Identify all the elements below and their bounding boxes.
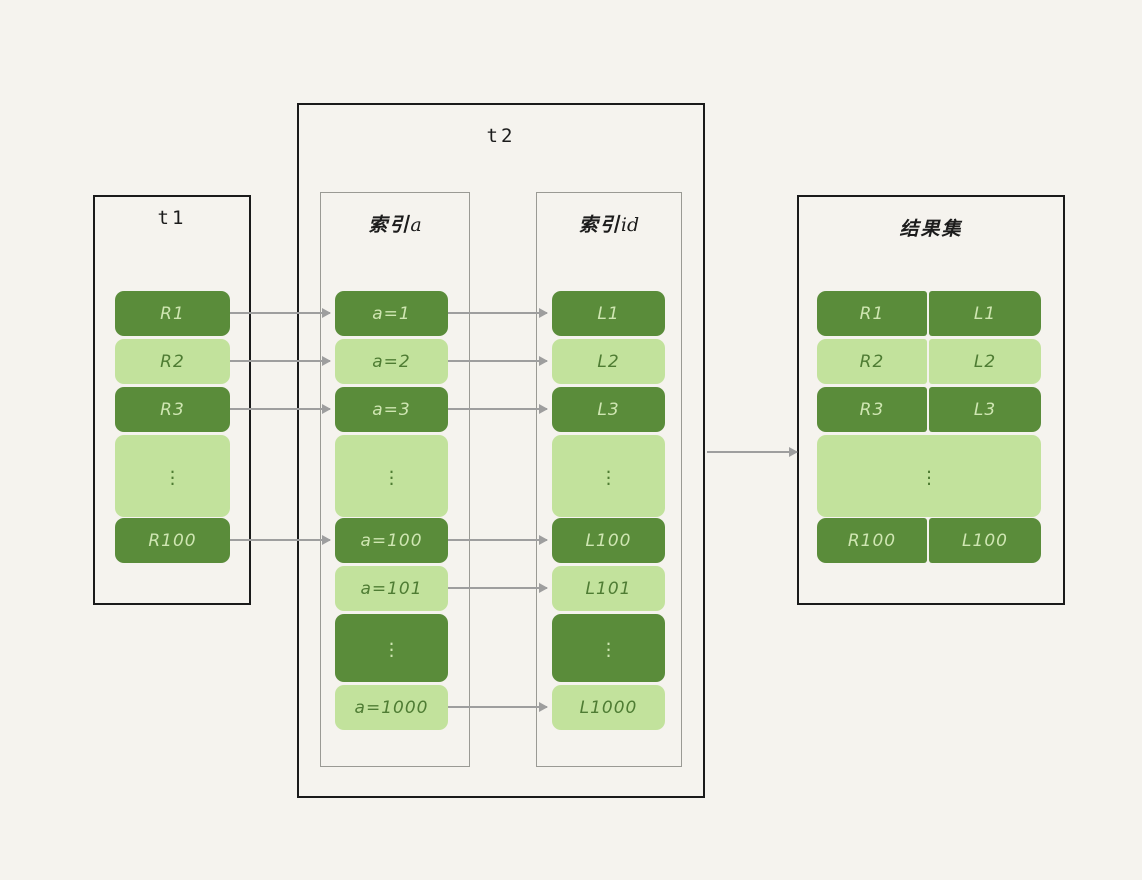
cell-label: R3 bbox=[160, 399, 185, 420]
panel-index-id-title: 索引id bbox=[537, 210, 681, 237]
panel-index-a-title: 索引a bbox=[321, 210, 469, 237]
cell-label: a=1000 bbox=[354, 697, 429, 718]
t1-row-ellipsis: ... bbox=[115, 435, 230, 517]
result-row-left[interactable]: R2 bbox=[817, 339, 927, 384]
cell-label: L3 bbox=[973, 399, 997, 420]
arrow-r2-to-a2 bbox=[230, 360, 330, 362]
cell-label: L1000 bbox=[579, 697, 638, 718]
cell-label: R1 bbox=[859, 303, 885, 324]
vertical-ellipsis-icon: ... bbox=[925, 456, 933, 490]
vertical-ellipsis-icon: ... bbox=[169, 456, 176, 490]
cell-label: L100 bbox=[962, 530, 1008, 551]
index-a-row-ellipsis: ... bbox=[335, 435, 448, 517]
cell-label: L100 bbox=[585, 530, 632, 551]
index-a-row-ellipsis: ... bbox=[335, 614, 448, 682]
arrow-a101-to-l101 bbox=[448, 587, 547, 589]
index-id-row-cell[interactable]: L1000 bbox=[552, 685, 665, 730]
arrow-r1-to-a1 bbox=[230, 312, 330, 314]
cell-label: a=1 bbox=[372, 303, 411, 324]
index-a-row-cell[interactable]: a=100 bbox=[335, 518, 448, 563]
vertical-ellipsis-icon: ... bbox=[605, 456, 612, 490]
cell-label: R100 bbox=[847, 530, 897, 551]
cell-label: R100 bbox=[148, 530, 197, 551]
panel-result-title: 结果集 bbox=[899, 218, 963, 240]
t1-row-cell[interactable]: R3 bbox=[115, 387, 230, 432]
panel-index-a-frame: 索引a bbox=[320, 192, 470, 767]
result-row-ellipsis: ... bbox=[817, 435, 1041, 517]
cell-label: L2 bbox=[597, 351, 620, 372]
panel-index-id-frame: 索引id bbox=[536, 192, 682, 767]
arrow-r3-to-a3 bbox=[230, 408, 330, 410]
panel-index-id-title-text: 索引 bbox=[578, 214, 621, 236]
cell-label: L2 bbox=[973, 351, 997, 372]
panel-index-a-title-text: 索引 bbox=[368, 214, 411, 236]
panel-t2-frame: t2 bbox=[297, 103, 705, 798]
result-row-right[interactable]: L100 bbox=[929, 518, 1041, 563]
t1-row-cell[interactable]: R2 bbox=[115, 339, 230, 384]
index-id-row-cell[interactable]: L100 bbox=[552, 518, 665, 563]
index-a-row-cell[interactable]: a=101 bbox=[335, 566, 448, 611]
panel-t1-title: t1 bbox=[157, 207, 187, 229]
panel-index-id-title-suffix: id bbox=[620, 214, 640, 236]
panel-t2-title: t2 bbox=[486, 125, 516, 147]
arrow-t2-to-result bbox=[707, 451, 797, 453]
arrow-a1-to-l1 bbox=[448, 312, 547, 314]
arrow-r100-to-a100 bbox=[230, 539, 330, 541]
result-row-right[interactable]: L2 bbox=[929, 339, 1041, 384]
cell-label: a=2 bbox=[372, 351, 411, 372]
vertical-ellipsis-icon: ... bbox=[388, 628, 395, 662]
index-id-row-cell[interactable]: L3 bbox=[552, 387, 665, 432]
panel-index-a-title-suffix: a bbox=[410, 214, 422, 236]
index-a-row-cell[interactable]: a=1 bbox=[335, 291, 448, 336]
result-row-left[interactable]: R100 bbox=[817, 518, 927, 563]
cell-label: L3 bbox=[597, 399, 620, 420]
cell-label: R2 bbox=[160, 351, 185, 372]
cell-label: R2 bbox=[859, 351, 885, 372]
index-a-row-cell[interactable]: a=2 bbox=[335, 339, 448, 384]
cell-label: R3 bbox=[859, 399, 885, 420]
vertical-ellipsis-icon: ... bbox=[605, 628, 612, 662]
arrow-a2-to-l2 bbox=[448, 360, 547, 362]
vertical-ellipsis-icon: ... bbox=[388, 456, 395, 490]
index-id-row-ellipsis: ... bbox=[552, 435, 665, 517]
cell-label: a=3 bbox=[372, 399, 411, 420]
cell-label: L101 bbox=[585, 578, 632, 599]
result-row-left[interactable]: R3 bbox=[817, 387, 927, 432]
result-row-right[interactable]: L1 bbox=[929, 291, 1041, 336]
panel-t1-frame: t1 bbox=[93, 195, 251, 605]
cell-label: a=100 bbox=[360, 530, 423, 551]
index-a-row-cell[interactable]: a=3 bbox=[335, 387, 448, 432]
result-row-right[interactable]: L3 bbox=[929, 387, 1041, 432]
panel-result-frame: 结果集 bbox=[797, 195, 1065, 605]
cell-label: L1 bbox=[597, 303, 620, 324]
result-row-left[interactable]: R1 bbox=[817, 291, 927, 336]
cell-label: R1 bbox=[160, 303, 185, 324]
t1-row-cell[interactable]: R1 bbox=[115, 291, 230, 336]
arrow-a1000-to-l1000 bbox=[448, 706, 547, 708]
cell-label: a=101 bbox=[360, 578, 423, 599]
t1-row-cell[interactable]: R100 bbox=[115, 518, 230, 563]
index-id-row-cell[interactable]: L2 bbox=[552, 339, 665, 384]
arrow-a100-to-l100 bbox=[448, 539, 547, 541]
arrow-a3-to-l3 bbox=[448, 408, 547, 410]
cell-label: L1 bbox=[973, 303, 997, 324]
index-id-row-cell[interactable]: L1 bbox=[552, 291, 665, 336]
index-id-row-ellipsis: ... bbox=[552, 614, 665, 682]
index-a-row-cell[interactable]: a=1000 bbox=[335, 685, 448, 730]
index-id-row-cell[interactable]: L101 bbox=[552, 566, 665, 611]
